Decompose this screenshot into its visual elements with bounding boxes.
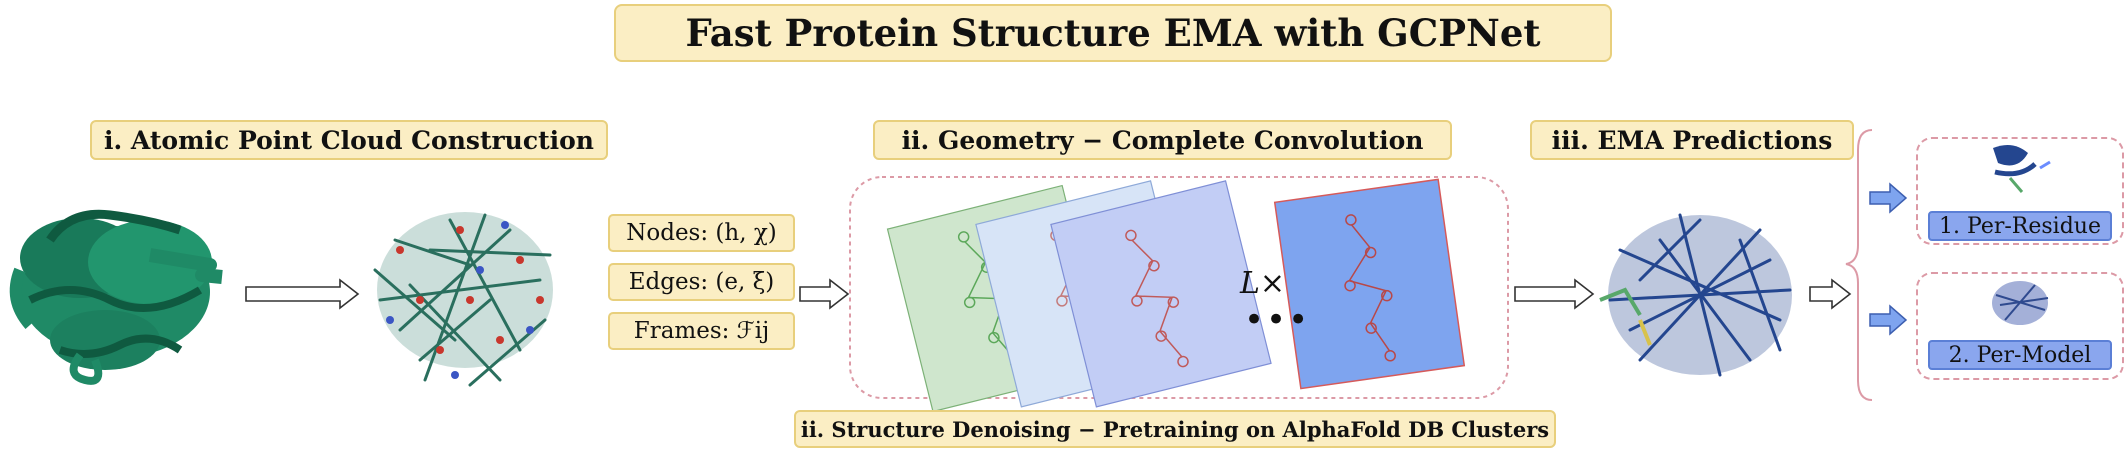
layer-repeat-label: L× <box>1240 266 1286 301</box>
arrow-2 <box>799 278 850 310</box>
predicted-protein-image <box>1599 213 1792 377</box>
per-residue-output-box <box>1916 137 2124 245</box>
layer-ellipsis: ••• <box>1244 300 1311 340</box>
per-residue-label: 1. Per-Residue <box>1928 211 2112 241</box>
layer-cards <box>886 178 1466 413</box>
atomic-point-cloud-image <box>373 212 553 387</box>
figure-title: Fast Protein Structure EMA with GCPNet <box>614 4 1612 62</box>
pretraining-caption: ii. Structure Denoising − Pretraining on… <box>794 410 1556 448</box>
layer-card-3 <box>1050 180 1272 408</box>
per-model-label: 2. Per-Model <box>1928 340 2112 370</box>
arrow-3 <box>1514 278 1595 310</box>
arrow-1 <box>245 278 360 310</box>
step-ema-predictions: iii. EMA Predictions <box>1530 120 1854 160</box>
ribbon-protein-image <box>9 209 223 385</box>
feature-nodes: Nodes: (h, χ) <box>608 214 795 252</box>
arrow-4 <box>1809 278 1852 310</box>
feature-edges: Edges: (e, ξ) <box>608 263 795 301</box>
step-geometry-complete-convolution: ii. Geometry − Complete Convolution <box>873 120 1452 160</box>
per-model-output-box <box>1916 272 2124 380</box>
layer-card-final <box>1273 178 1466 390</box>
flow-arrows <box>245 278 1852 310</box>
step-atomic-point-cloud-construction: i. Atomic Point Cloud Construction <box>90 120 608 160</box>
output-arrows <box>1869 182 1908 336</box>
per-residue-thumbnail <box>1993 144 2051 193</box>
convolution-box <box>849 176 1509 399</box>
per-model-thumbnail <box>1992 281 2049 325</box>
output-brace <box>1845 129 1873 401</box>
feature-frames: Frames: ℱij <box>608 312 795 350</box>
